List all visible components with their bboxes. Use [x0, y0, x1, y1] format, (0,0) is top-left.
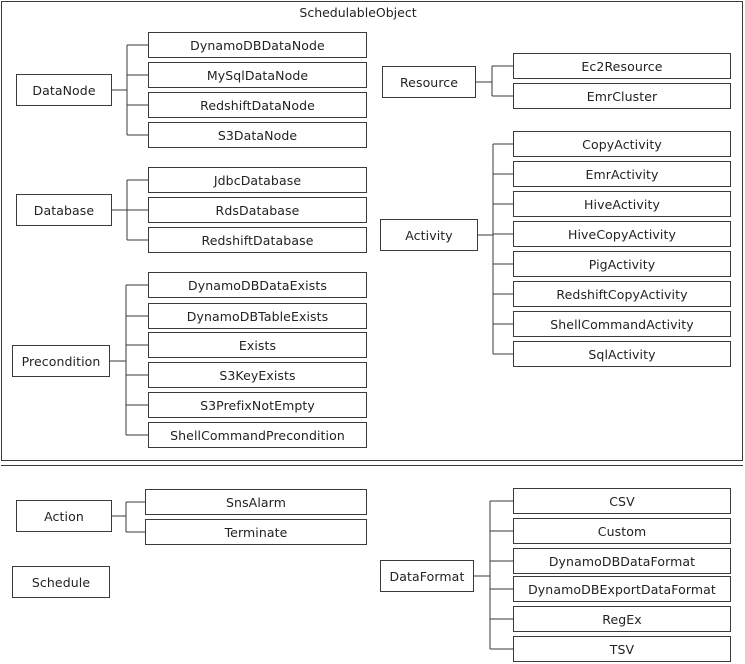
class-box-mysqldatanode[interactable]: MySqlDataNode	[148, 62, 367, 88]
class-box-precondition[interactable]: Precondition	[12, 345, 110, 377]
class-box-data-format[interactable]: DataFormat	[380, 560, 474, 592]
class-box-hiveactivity[interactable]: HiveActivity	[513, 191, 731, 217]
class-box-shellcommandprecondition[interactable]: ShellCommandPrecondition	[148, 422, 367, 448]
class-box-rdsdatabase[interactable]: RdsDatabase	[148, 197, 367, 223]
class-box-terminate[interactable]: Terminate	[145, 519, 367, 545]
class-box-shellcommandactivity[interactable]: ShellCommandActivity	[513, 311, 731, 337]
class-box-tsv[interactable]: TSV	[513, 636, 731, 662]
class-box-copyactivity[interactable]: CopyActivity	[513, 131, 731, 157]
class-box-redshiftcopyactivity[interactable]: RedshiftCopyActivity	[513, 281, 731, 307]
class-box-dynamodbtableexists[interactable]: DynamoDBTableExists	[148, 303, 367, 329]
class-box-database[interactable]: Database	[16, 194, 112, 226]
class-box-dynamodbdataexists[interactable]: DynamoDBDataExists	[148, 272, 367, 298]
class-box-dynamodbexportdataformat[interactable]: DynamoDBExportDataFormat	[513, 576, 731, 602]
class-box-custom[interactable]: Custom	[513, 518, 731, 544]
class-box-s3prefixnotempty[interactable]: S3PrefixNotEmpty	[148, 392, 367, 418]
class-box-ec2resource[interactable]: Ec2Resource	[513, 53, 731, 79]
class-box-jdbcdatabase[interactable]: JdbcDatabase	[148, 167, 367, 193]
page-title: SchedulableObject	[299, 5, 417, 20]
class-box-data-node[interactable]: DataNode	[16, 74, 112, 106]
class-box-hivecopyactivity[interactable]: HiveCopyActivity	[513, 221, 731, 247]
class-box-dynamodbdataformat[interactable]: DynamoDBDataFormat	[513, 548, 731, 574]
class-box-sqlactivity[interactable]: SqlActivity	[513, 341, 731, 367]
class-box-snsalarm[interactable]: SnsAlarm	[145, 489, 367, 515]
class-box-emrcluster[interactable]: EmrCluster	[513, 83, 731, 109]
class-box-exists[interactable]: Exists	[148, 332, 367, 358]
class-box-dynamodbdatanode[interactable]: DynamoDBDataNode	[148, 32, 367, 58]
class-box-s3datanode[interactable]: S3DataNode	[148, 122, 367, 148]
class-box-schedule[interactable]: Schedule	[12, 566, 110, 598]
class-box-csv[interactable]: CSV	[513, 488, 731, 514]
class-box-resource[interactable]: Resource	[382, 66, 476, 98]
class-box-pigactivity[interactable]: PigActivity	[513, 251, 731, 277]
class-box-s3keyexists[interactable]: S3KeyExists	[148, 362, 367, 388]
class-box-redshiftdatabase[interactable]: RedshiftDatabase	[148, 227, 367, 253]
class-box-regex[interactable]: RegEx	[513, 606, 731, 632]
class-box-emractivity[interactable]: EmrActivity	[513, 161, 731, 187]
schedulable-object-frame	[1, 1, 743, 461]
class-box-action[interactable]: Action	[16, 500, 112, 532]
class-box-activity[interactable]: Activity	[380, 219, 478, 251]
class-box-redshiftdatanode[interactable]: RedshiftDataNode	[148, 92, 367, 118]
section-divider	[1, 465, 743, 466]
